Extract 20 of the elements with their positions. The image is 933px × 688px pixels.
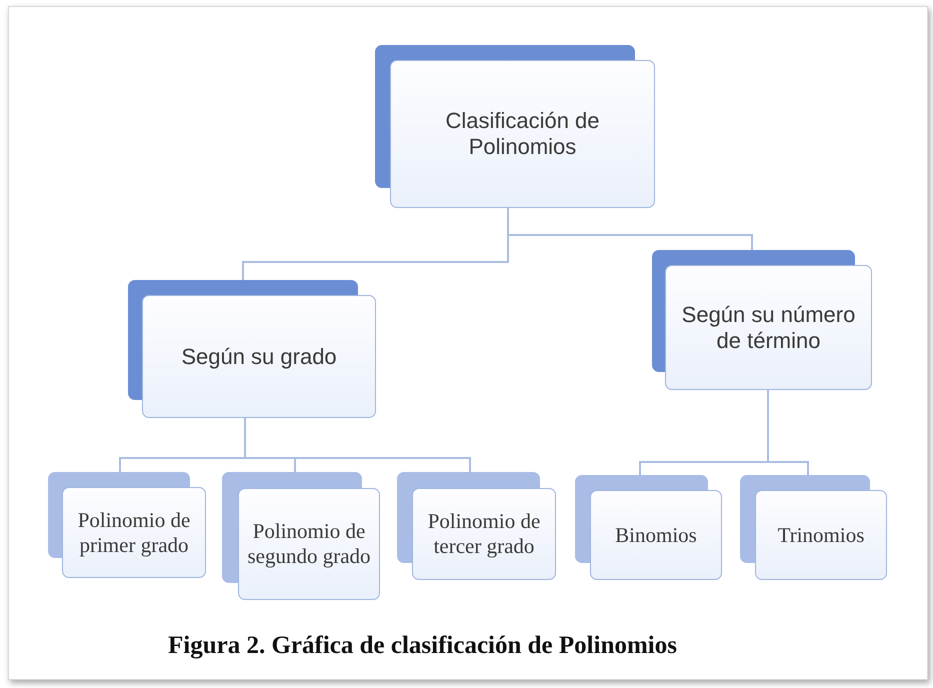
connector-line (507, 208, 753, 250)
stacked-box (652, 250, 872, 390)
stacked-box (128, 280, 376, 418)
node-label: Polinomio de tercer grado (426, 509, 542, 559)
stacked-box (48, 472, 206, 578)
node-label: Según su grado (181, 344, 337, 370)
node-label: Polinomio de primer grado (76, 508, 192, 558)
connector-line (767, 390, 809, 475)
connector-line (244, 418, 471, 472)
node-label: Polinomio de segundo grado (247, 519, 371, 569)
figure-caption: Figura 2. Gráfica de clasificación de Polinomios (168, 632, 677, 660)
stacked-box (222, 472, 380, 600)
stacked-box (575, 475, 722, 580)
node-label: Binomios (615, 522, 697, 548)
stacked-box (740, 475, 887, 580)
stacked-box (375, 45, 655, 208)
stacked-box (397, 472, 556, 580)
node-label: Según su número de término (680, 302, 856, 354)
node-label: Trinomios (778, 522, 864, 548)
node-label: Clasificación de Polinomios (444, 108, 601, 160)
